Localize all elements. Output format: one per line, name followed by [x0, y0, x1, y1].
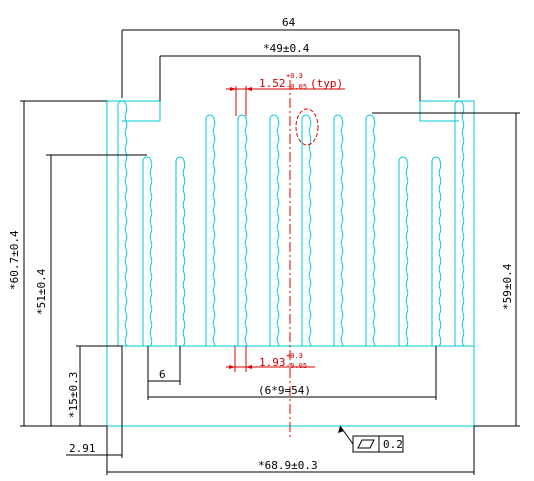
dim-left-height-outer-label: *60.7±0.4: [8, 230, 21, 290]
fin-9: [365, 114, 376, 347]
fin-bottom-upper: +0.3: [286, 352, 303, 360]
fin-7: [301, 114, 312, 347]
fin-8: [333, 114, 344, 347]
dim-top-width: 64: [121, 16, 460, 98]
dim-left-height-outer: *60.7±0.4: [8, 100, 107, 427]
dim-inner-width: *49±0.4: [159, 42, 421, 101]
dim-right-height-label: *59±0.4: [501, 263, 514, 310]
fin-top-upper: +0.3: [286, 72, 303, 80]
fin-10: [398, 156, 409, 347]
fin-top-lower: -0.05: [286, 83, 307, 91]
dim-left-height-base: *15±0.3: [67, 345, 122, 426]
dim-left-height-inner-label: *51±0.4: [35, 268, 48, 315]
dim-pitch-total: (6*9=54): [147, 346, 437, 400]
dim-left-offset: 2.91: [66, 346, 123, 475]
detail-circle: [295, 108, 319, 146]
fin-6: [269, 114, 280, 347]
fin-4: [205, 114, 216, 347]
fin-bottom-base: 1.93: [259, 356, 286, 369]
fin-bottom-lower: -0.05: [286, 362, 307, 370]
flatness-frame: [352, 435, 404, 453]
dim-right-height: *59±0.4: [372, 112, 520, 427]
dim-inner-width-label: *49±0.4: [263, 42, 310, 55]
dim-left-offset-label: 2.91: [69, 442, 96, 455]
dim-fin-thickness-bottom: 1.93 +0.3 -0.05: [226, 346, 315, 372]
fin-11: [431, 156, 442, 347]
right-tab: [419, 100, 475, 346]
flatness-value: 0.2: [383, 438, 403, 451]
heatsink-profile: [106, 100, 475, 427]
fin-12: [454, 100, 465, 347]
fin-top-suffix: (typ): [310, 77, 343, 90]
flatness-icon: [357, 439, 375, 449]
fin-2: [142, 156, 153, 347]
dim-overall-width-label: *68.9±0.3: [258, 459, 318, 472]
fins: [117, 100, 465, 347]
dim-fin-pitch-label: 6: [159, 368, 166, 381]
dim-overall-width: *68.9±0.3: [107, 426, 475, 475]
dim-fin-thickness-top: 1.52 +0.3 -0.05 (typ): [226, 72, 345, 116]
dim-pitch-total-label: (6*9=54): [258, 384, 311, 397]
fin-5: [237, 114, 248, 347]
fin-top-base: 1.52: [259, 77, 286, 90]
dim-left-height-inner: *51±0.4: [35, 154, 147, 427]
dim-fin-pitch: 6: [147, 346, 181, 385]
fin-3: [175, 156, 186, 347]
flatness-callout: 0.2: [338, 425, 404, 453]
fin-1: [117, 100, 128, 347]
dim-left-height-base-label: *15±0.3: [67, 372, 80, 418]
dim-top-width-label: 64: [282, 16, 296, 29]
